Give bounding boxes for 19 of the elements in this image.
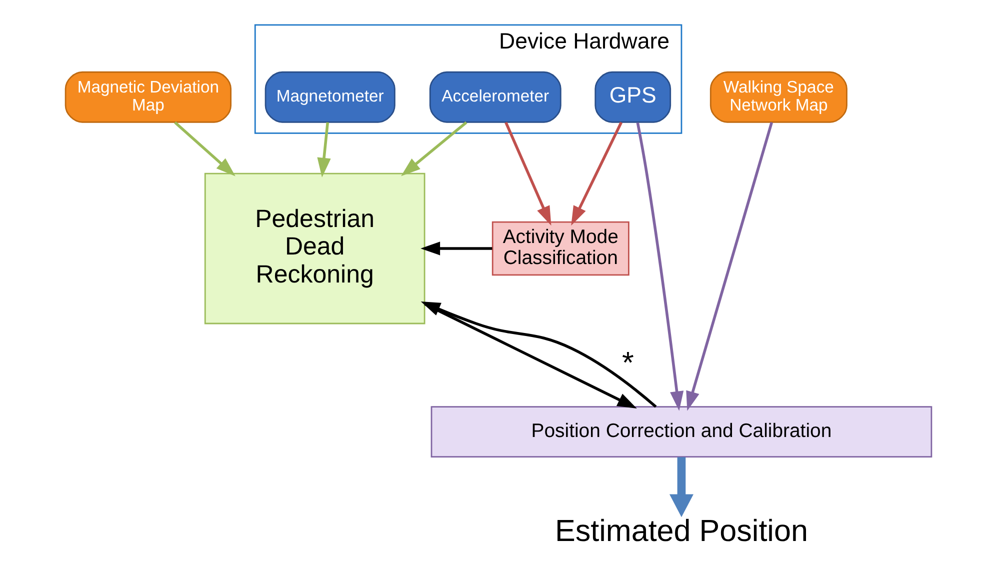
- node-box: Position Correction and Calibration: [430, 406, 932, 458]
- edge-label: *: [622, 346, 634, 380]
- node-box: GPS: [594, 71, 671, 123]
- node-text: Estimated Position: [554, 514, 808, 548]
- arrow: [668, 457, 693, 518]
- node-box: Magnetometer: [264, 71, 395, 123]
- node-box: Pedestrian Dead Reckoning: [204, 172, 425, 324]
- arrow: [636, 122, 684, 411]
- arrow: [400, 121, 467, 176]
- arrow: [316, 122, 330, 178]
- node-box: Magnetic Deviation Map: [64, 71, 231, 123]
- arrow: [504, 122, 551, 226]
- node-box: Walking Space Network Map: [709, 71, 847, 123]
- arrow: [174, 121, 235, 176]
- arrow: [686, 122, 773, 411]
- arrow: [420, 242, 492, 256]
- arrow: [570, 122, 622, 226]
- node-box: Accelerometer: [428, 71, 561, 123]
- node-box: Activity Mode Classification: [491, 221, 629, 276]
